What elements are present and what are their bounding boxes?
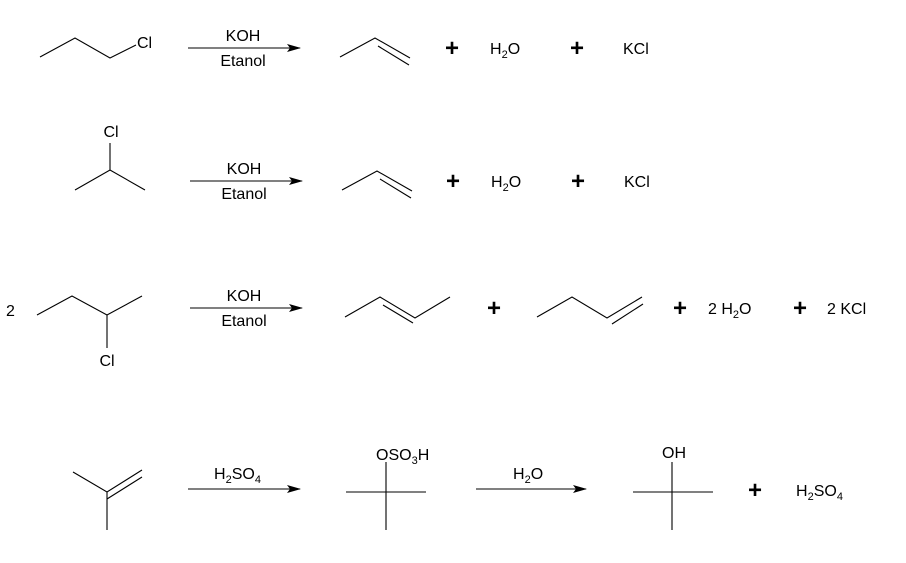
- reagent-top: KOH: [227, 161, 262, 178]
- reaction-4: H2SO4 OSO3H H2O OH + H2SO4: [72, 445, 843, 530]
- hydroxyl-label: OH: [662, 445, 686, 462]
- 1-chloropropane: [39, 37, 137, 59]
- plus-sign: +: [793, 295, 807, 322]
- 2-chlorobutane: [36, 295, 143, 348]
- reaction-3: 2 Cl KOH Etanol + + 2 H2O + 2 KCl: [6, 288, 866, 370]
- plus-sign: +: [570, 35, 584, 62]
- reagent-top: KOH: [227, 288, 262, 305]
- 2-butene: [344, 296, 451, 324]
- chlorine-label: Cl: [103, 124, 118, 141]
- chlorine-label: Cl: [99, 353, 114, 370]
- plus-sign: +: [446, 168, 460, 195]
- chlorine-label: Cl: [137, 35, 152, 52]
- 1-butene: [536, 296, 644, 325]
- water-label: 2 H2O: [708, 301, 751, 321]
- isobutene: [72, 469, 143, 530]
- reaction-2: Cl KOH Etanol + H2O + KCl: [74, 124, 650, 203]
- sulfuric-acid-label: H2SO4: [796, 483, 843, 503]
- water-label: H2O: [491, 174, 521, 194]
- kcl-label: 2 KCl: [827, 301, 866, 318]
- propene: [341, 170, 413, 199]
- plus-sign: +: [673, 295, 687, 322]
- plus-sign: +: [487, 295, 501, 322]
- reagent-top: KOH: [226, 28, 261, 45]
- sulfuric-acid-label: H2SO4: [214, 466, 261, 486]
- coefficient: 2: [6, 303, 15, 320]
- reagent-bottom: Etanol: [221, 186, 266, 203]
- kcl-label: KCl: [624, 174, 650, 191]
- reaction-1: Cl KOH Etanol + H2O + KCl: [39, 28, 649, 70]
- propene: [339, 37, 411, 66]
- kcl-label: KCl: [623, 41, 649, 58]
- water-label: H2O: [490, 41, 520, 61]
- reagent-bottom: Etanol: [221, 313, 266, 330]
- plus-sign: +: [445, 35, 459, 62]
- plus-sign: +: [571, 168, 585, 195]
- reagent-bottom: Etanol: [220, 53, 265, 70]
- tert-butyl-hydrogen-sulfate: [346, 462, 426, 530]
- 2-chloropropane: [74, 143, 146, 191]
- osulfate-label: OSO3H: [376, 447, 429, 467]
- plus-sign: +: [748, 477, 762, 504]
- water-label: H2O: [513, 466, 543, 486]
- tert-butanol: [633, 462, 713, 530]
